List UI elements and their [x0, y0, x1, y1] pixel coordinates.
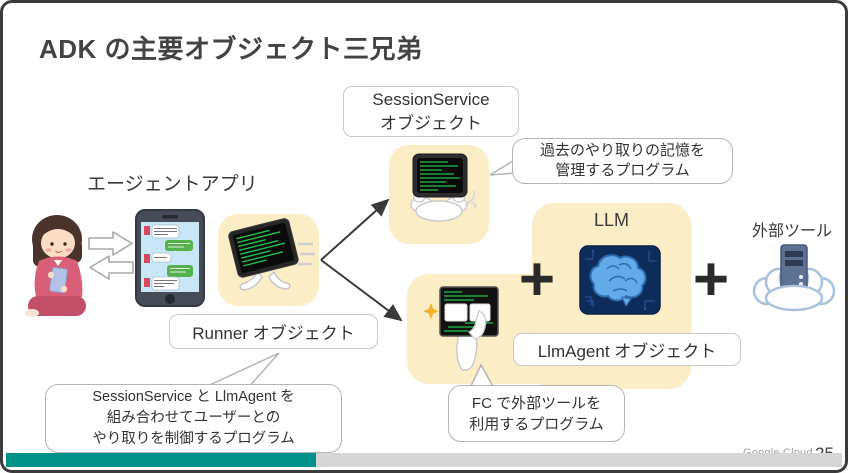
smartphone-chat-icon [135, 209, 205, 307]
cloud-server-icon [752, 244, 836, 312]
external-tools-label: 外部ツール [751, 223, 832, 240]
session-service-label: SessionService オブジェクト [343, 86, 519, 137]
runner-terminal-icon [228, 218, 315, 291]
llm-agent-label: LlmAgent オブジェクト [513, 333, 741, 366]
arrow-right-icon [88, 231, 133, 256]
runner-label: Runner オブジェクト [169, 314, 378, 349]
accent-bar-teal [6, 453, 316, 467]
user-girl-icon [25, 215, 86, 317]
window-terminal-icon [423, 286, 499, 371]
page-title: ADK の主要オブジェクト三兄弟 [39, 34, 423, 64]
flow-arrow-up-icon [320, 198, 390, 261]
session-service-callout: 過去のやり取りの記憶を 管理するプログラム [512, 138, 733, 184]
sparkle-icon [423, 303, 439, 320]
arrow-left-icon [89, 255, 134, 280]
flow-arrow-down-icon [320, 259, 403, 322]
runner-callout: SessionService と LlmAgent を 組み合わせてユーザーとの… [45, 384, 342, 453]
brain-chip-icon [579, 245, 661, 315]
plus-sign-1: + [518, 245, 556, 314]
agent-app-label: エージェントアプリ [87, 174, 258, 195]
plus-sign-2: + [692, 245, 730, 314]
llm-agent-callout: FC で外部ツールを 利用するプログラム [448, 385, 625, 442]
exchange-arrows-icon [88, 231, 134, 280]
session-terminal-icon [410, 153, 477, 222]
accent-bar-gray [316, 453, 842, 467]
llm-label: LLM [593, 210, 629, 230]
